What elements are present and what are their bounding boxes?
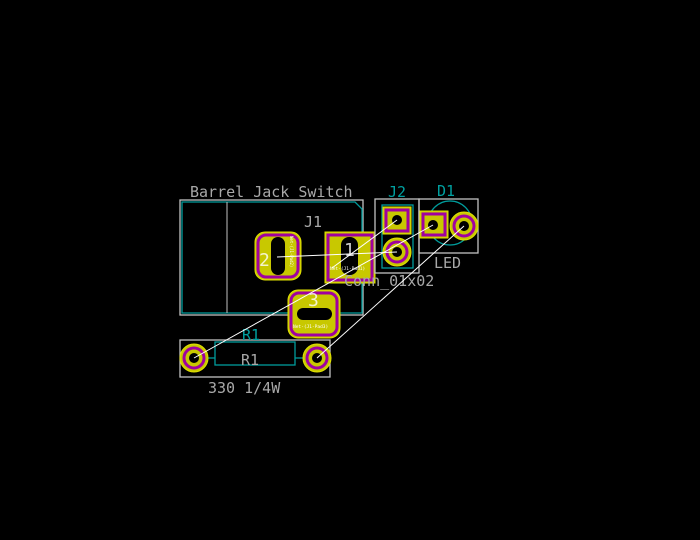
j1-pad-1-number: 1 — [344, 240, 355, 261]
ratsnest-line — [316, 225, 465, 359]
j1-pad-3-net: Net-(J1-Pad3) — [293, 324, 328, 330]
j1-pad-2-net: Net-(J1-Pad2) — [289, 236, 294, 267]
j1-pad-2-number: 2 — [259, 250, 270, 271]
j1-ref: J1 — [304, 213, 322, 231]
ratsnest — [193, 219, 465, 359]
d1-pad-1[interactable] — [419, 210, 449, 239]
ratsnest-line — [331, 219, 398, 269]
j1-pad-2[interactable]: 2 Net-(J1-Pad2) — [254, 231, 302, 281]
j1-pad-3[interactable]: 3 Net-(J1-Pad3) — [287, 289, 341, 339]
r1-value: 330 1/4W — [208, 379, 281, 397]
ratsnest-line — [276, 251, 398, 258]
d1-value: LED — [434, 254, 461, 272]
footprint-r1[interactable]: R1 R1 330 1/4W — [179, 326, 332, 397]
j2-pad-1[interactable] — [382, 206, 412, 235]
ratsnest-line — [193, 224, 434, 359]
j1-pad-1-net: Net-(J1-Pad1) — [330, 266, 365, 272]
j2-ref: J2 — [388, 183, 406, 201]
footprint-d1[interactable]: D1 LED — [418, 182, 479, 272]
r1-fab-ref: R1 — [242, 326, 260, 344]
d1-ref: D1 — [437, 182, 455, 200]
j1-pad-3-number: 3 — [308, 290, 319, 311]
j1-value: Barrel_Jack_Switch — [190, 183, 353, 201]
r1-ref: R1 — [241, 351, 259, 369]
r1-fab-outline — [214, 341, 296, 366]
footprint-j1[interactable]: Barrel_Jack_Switch J1 2 Net-(J1-Pad2) 1 … — [179, 183, 376, 339]
j2-value: Conn_01x02 — [344, 272, 434, 290]
